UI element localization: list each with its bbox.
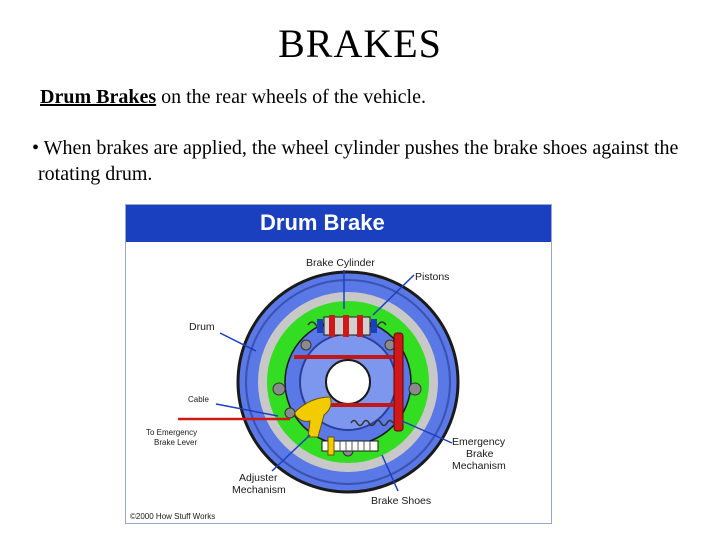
bullet-point: • When brakes are applied, the wheel cyl… <box>32 135 708 187</box>
piston-end-right <box>371 319 377 333</box>
hub-hole <box>325 359 371 405</box>
adjuster-lever-shape <box>293 396 332 438</box>
label-emergency-line1: Emergency <box>452 436 506 448</box>
lower-spring <box>350 419 394 427</box>
piston-end-left <box>317 319 323 333</box>
adjuster-nut <box>327 436 335 456</box>
label-brake-shoes: Brake Shoes <box>371 495 431 507</box>
leader-line-drum <box>219 332 257 352</box>
label-to-emergency-line1: To Emergency <box>146 428 197 437</box>
bullet-text: When brakes are applied, the wheel cylin… <box>38 137 679 185</box>
subtitle-rest: on the rear wheels of the vehicle. <box>156 86 426 108</box>
figure-header-bar <box>126 205 551 242</box>
drum-brakes-term: Drum Brakes <box>40 86 157 108</box>
adjuster-screw <box>321 440 379 452</box>
slide-title: BRAKES <box>278 21 442 66</box>
bullet-mark: • <box>32 137 40 159</box>
label-cable: Cable <box>188 395 209 404</box>
figure-title: Drum Brake <box>260 210 385 235</box>
lug-stud <box>272 382 286 396</box>
leader-line-emergency <box>401 420 453 444</box>
leader-line-adjuster <box>271 434 311 472</box>
drum-brake-figure: Drum Brake <box>125 204 552 524</box>
leader-line-brake-shoes <box>381 454 399 492</box>
copyright-note: ©2000 How Stuff Works <box>130 512 215 521</box>
shoe-lining <box>258 292 438 472</box>
piston-left <box>329 315 335 337</box>
adjuster-pivot <box>284 407 296 419</box>
emergency-lever-shape <box>393 332 404 432</box>
label-brake-cylinder: Brake Cylinder <box>306 257 375 269</box>
label-to-emergency-line2: Brake Lever <box>154 438 197 447</box>
label-drum: Drum <box>189 321 215 333</box>
label-emergency-line3: Mechanism <box>452 460 506 472</box>
leader-line-pistons <box>372 274 415 316</box>
label-adjuster-line1: Adjuster <box>239 472 278 484</box>
piston-mid-right <box>357 315 363 337</box>
piston-mid-left <box>343 315 349 337</box>
drum-brake-illustration: Brake Cylinder Pistons Drum Cable To Eme… <box>130 257 506 521</box>
leader-line-cable <box>215 403 279 417</box>
label-emergency-line2: Brake <box>466 448 494 460</box>
subtitle: Drum Brakes on the rear wheels of the ve… <box>40 86 426 109</box>
label-adjuster-line2: Mechanism <box>232 484 286 496</box>
lug-stud <box>300 339 312 351</box>
label-pistons: Pistons <box>415 271 449 283</box>
lug-stud <box>408 382 422 396</box>
drum-rim <box>245 279 451 485</box>
